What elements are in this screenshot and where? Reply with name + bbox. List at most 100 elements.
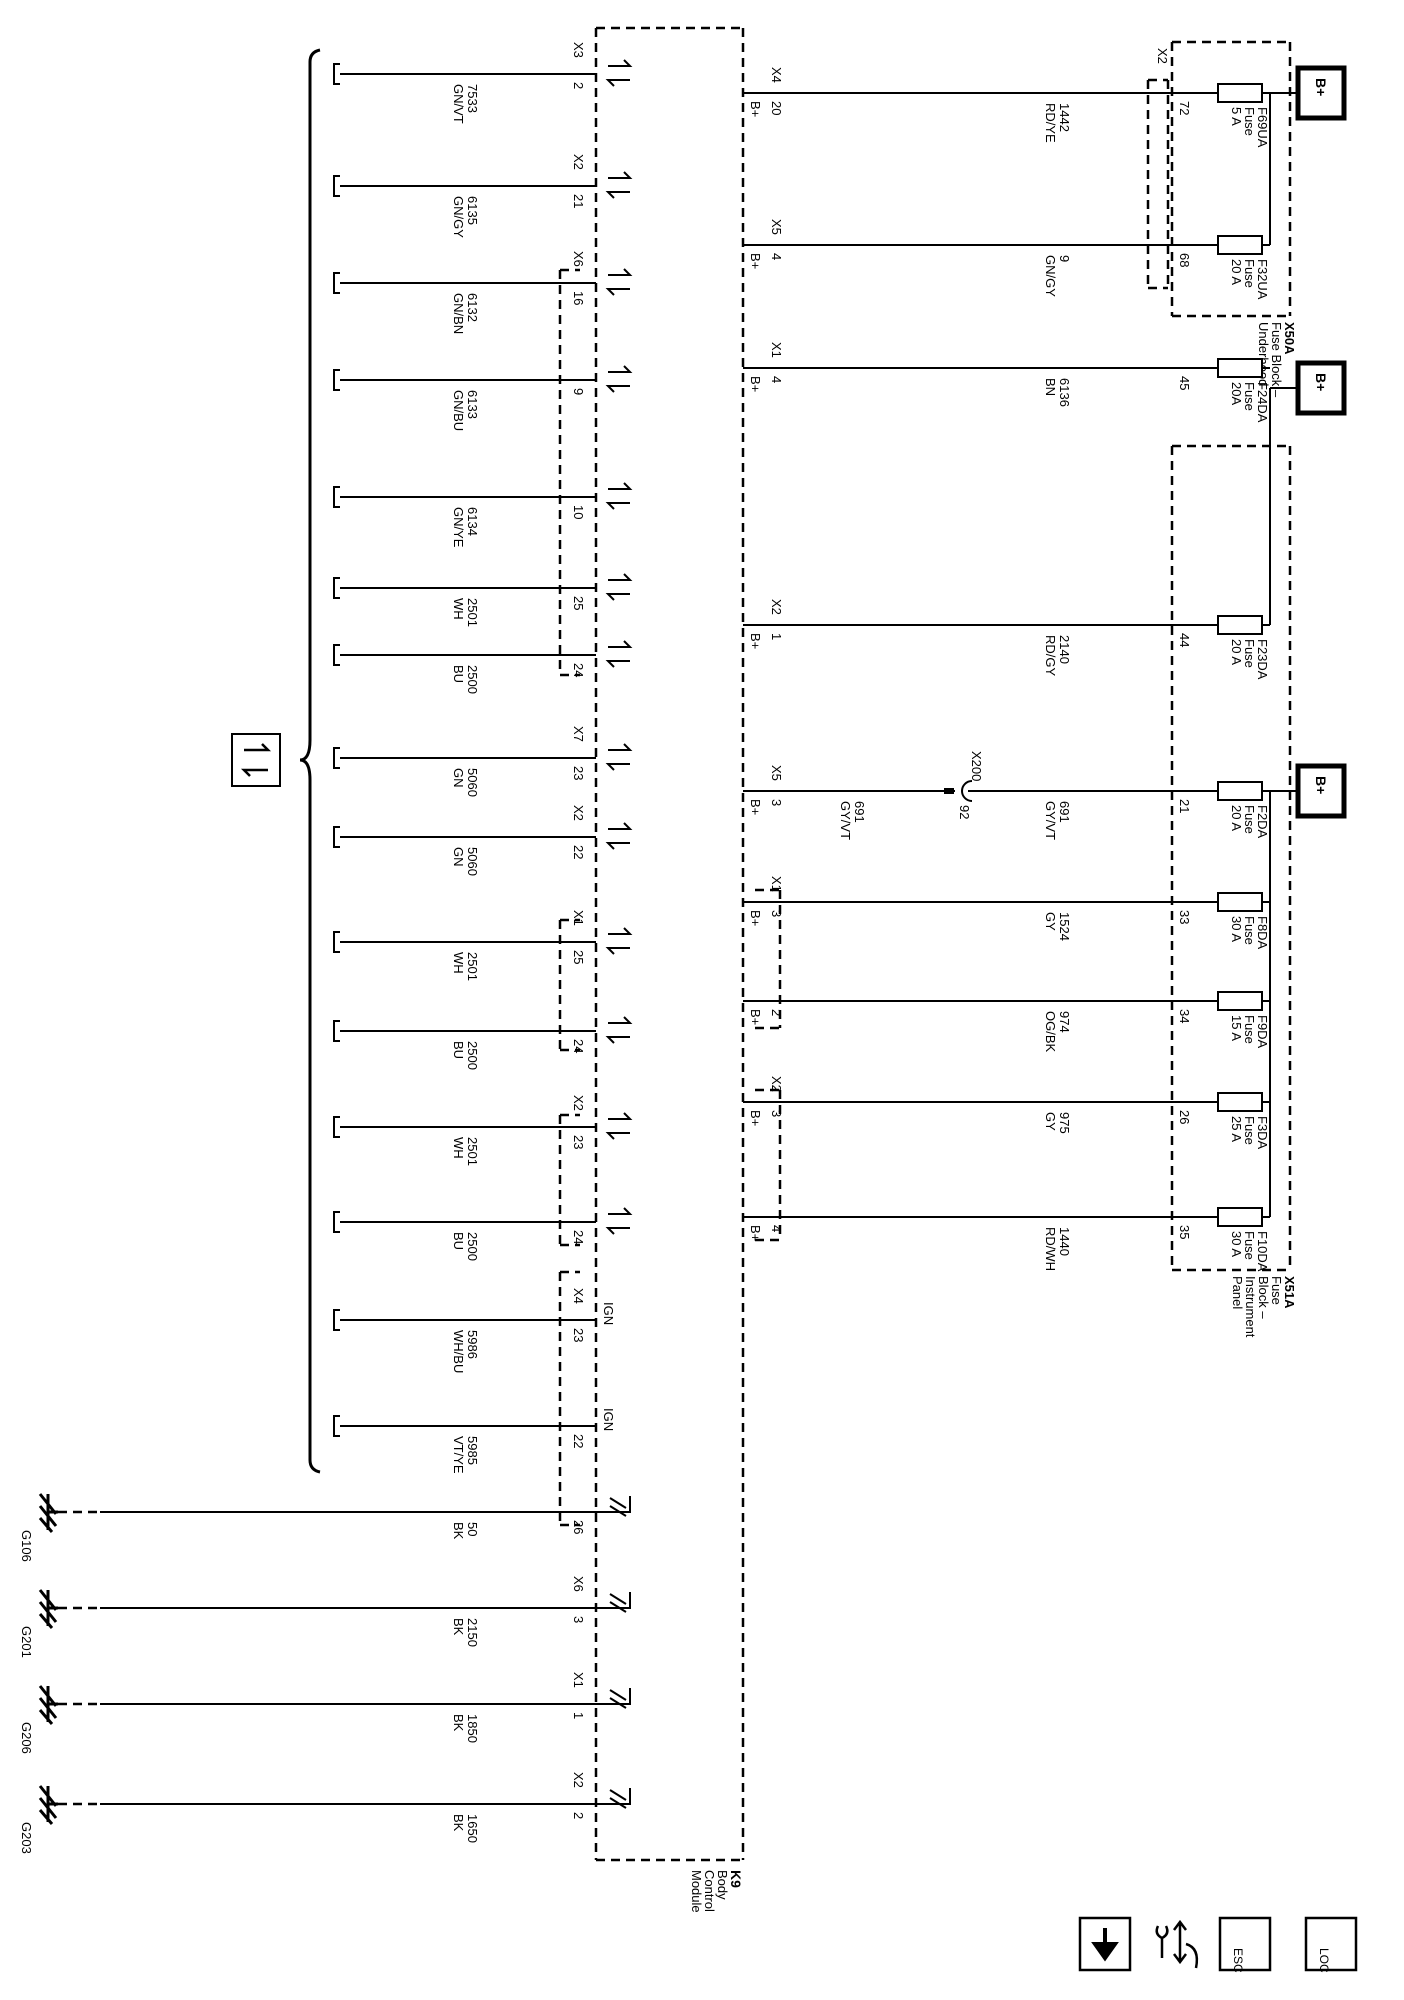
serial-data-arrows-icon — [605, 743, 633, 771]
wire-color: GN/GY — [451, 196, 466, 238]
splice-tab — [333, 486, 340, 508]
ground-symbol-icon — [38, 1493, 58, 1533]
wire-color: GN/BN — [451, 293, 466, 334]
splice-tab — [333, 1309, 340, 1331]
bcm-pin-number: 26 — [571, 1520, 586, 1534]
fuse-symbol — [1217, 1207, 1263, 1227]
serial-data-arrows-icon — [605, 482, 633, 510]
bcm-connector-id: X2 — [571, 1772, 586, 1788]
serial-data-arrows-icon — [605, 1112, 633, 1140]
circuit-number: 2501 — [465, 952, 480, 981]
circuit-number: 5985 — [465, 1436, 480, 1465]
wire-color: VT/YE — [451, 1436, 466, 1474]
bcm-power-label: B+ — [748, 910, 763, 926]
bcm-connector-id: X2 — [769, 1076, 784, 1092]
bcm-power-label: B+ — [748, 633, 763, 649]
serial-data-arrows-icon — [605, 640, 633, 668]
circuit-number: 2150 — [465, 1618, 480, 1647]
serial-data-arrows-icon — [605, 822, 633, 850]
bcm-pin-number: 23 — [571, 1328, 586, 1342]
bcm-pin-number: 23 — [571, 1135, 586, 1149]
circuit-number: 50 — [465, 1522, 480, 1536]
fuse-rating: 15 A — [1229, 1015, 1244, 1041]
fuse-label: Fuse — [1242, 1231, 1257, 1260]
connector-end-view-button[interactable] — [1155, 1919, 1199, 1969]
fuse-symbol — [1217, 358, 1263, 378]
fuse-id: F32UA — [1255, 259, 1270, 300]
wire-color: GN/GY — [1043, 255, 1058, 297]
down-arrow-button[interactable] — [1078, 1916, 1132, 1972]
ground-symbol-icon — [38, 1785, 58, 1825]
bcm-pin-number: 3 — [571, 1616, 586, 1623]
bcm-connector-id: X2 — [571, 154, 586, 170]
fuse-block-pin: 68 — [1177, 253, 1192, 267]
wire-color: BK — [451, 1522, 466, 1540]
serial-data-arrows-icon — [605, 171, 633, 199]
battery-source-label: B+ — [1313, 373, 1329, 391]
esc-button[interactable]: ESC — [1218, 1916, 1272, 1973]
serial-data-arrows-icon — [605, 59, 633, 87]
circuit-number: 1442 — [1057, 103, 1072, 132]
circuit-number: 6133 — [465, 390, 480, 419]
splice-tab — [333, 369, 340, 391]
splice-tab — [333, 1211, 340, 1233]
esc-icon: ESC — [1231, 1948, 1245, 1973]
fuse-label: Fuse — [1242, 259, 1257, 288]
bcm-connector-id: X5 — [769, 219, 784, 235]
wire-color: BU — [451, 1041, 466, 1059]
circuit-number: 1650 — [465, 1814, 480, 1843]
ground-id: G203 — [19, 1822, 34, 1854]
bcm-connector-id: X6 — [571, 251, 586, 267]
fuse-label: Fuse — [1242, 107, 1257, 136]
wire-color: WH — [451, 952, 466, 974]
bcm-connector-id: X3 — [571, 42, 586, 58]
fb-ip-name-line: Panel — [1230, 1276, 1245, 1309]
fb-ip-name-line: X51A — [1282, 1276, 1297, 1309]
splice-tab — [333, 272, 340, 294]
splice-tab — [333, 1415, 340, 1437]
fuse-label: Fuse — [1242, 382, 1257, 411]
fuse-block-pin: 44 — [1177, 633, 1192, 647]
bcm-ground-marker-icon — [596, 1592, 631, 1613]
circuit-number: 974 — [1057, 1011, 1072, 1033]
wire-color: WH — [451, 598, 466, 620]
bcm-connector-id: X4 — [571, 1288, 586, 1304]
circuit-number: 6136 — [1057, 378, 1072, 407]
fuse-symbol — [1217, 1092, 1263, 1112]
fuse-block-pin: 72 — [1177, 101, 1192, 115]
navigation-buttons[interactable]: ESC LOC — [1078, 1916, 1358, 1973]
fuse-rating: 5 A — [1229, 107, 1244, 126]
fuse-rating: 20 A — [1229, 639, 1244, 665]
circuit-number: 5986 — [465, 1330, 480, 1359]
bcm-pin-number: 3 — [769, 1110, 784, 1117]
ground-symbol-icon — [38, 1589, 58, 1629]
inline-connector-pin — [944, 788, 954, 794]
fuse-rating: 20A — [1229, 382, 1244, 405]
serial-data-symbol-box — [231, 733, 281, 787]
serial-data-arrows-icon — [605, 573, 633, 601]
loc-button[interactable]: LOC — [1304, 1916, 1358, 1973]
wire-color: WH/BU — [451, 1330, 466, 1373]
circuit-number: 2500 — [465, 665, 480, 694]
bcm-connector-id: X7 — [571, 726, 586, 742]
wire-color: RD/YE — [1043, 103, 1058, 143]
wire-color: GN/YE — [451, 507, 466, 548]
fuse-rating: 30 A — [1229, 916, 1244, 942]
bcm-pin-number: 25 — [571, 950, 586, 964]
bcm-id: K9 — [728, 1870, 744, 1888]
fuse-block-pin: 26 — [1177, 1110, 1192, 1124]
bcm-connector-id: X4 — [769, 67, 784, 83]
bcm-pin-number: 2 — [769, 1009, 784, 1016]
inline-circuit-number: 691 — [852, 801, 867, 823]
